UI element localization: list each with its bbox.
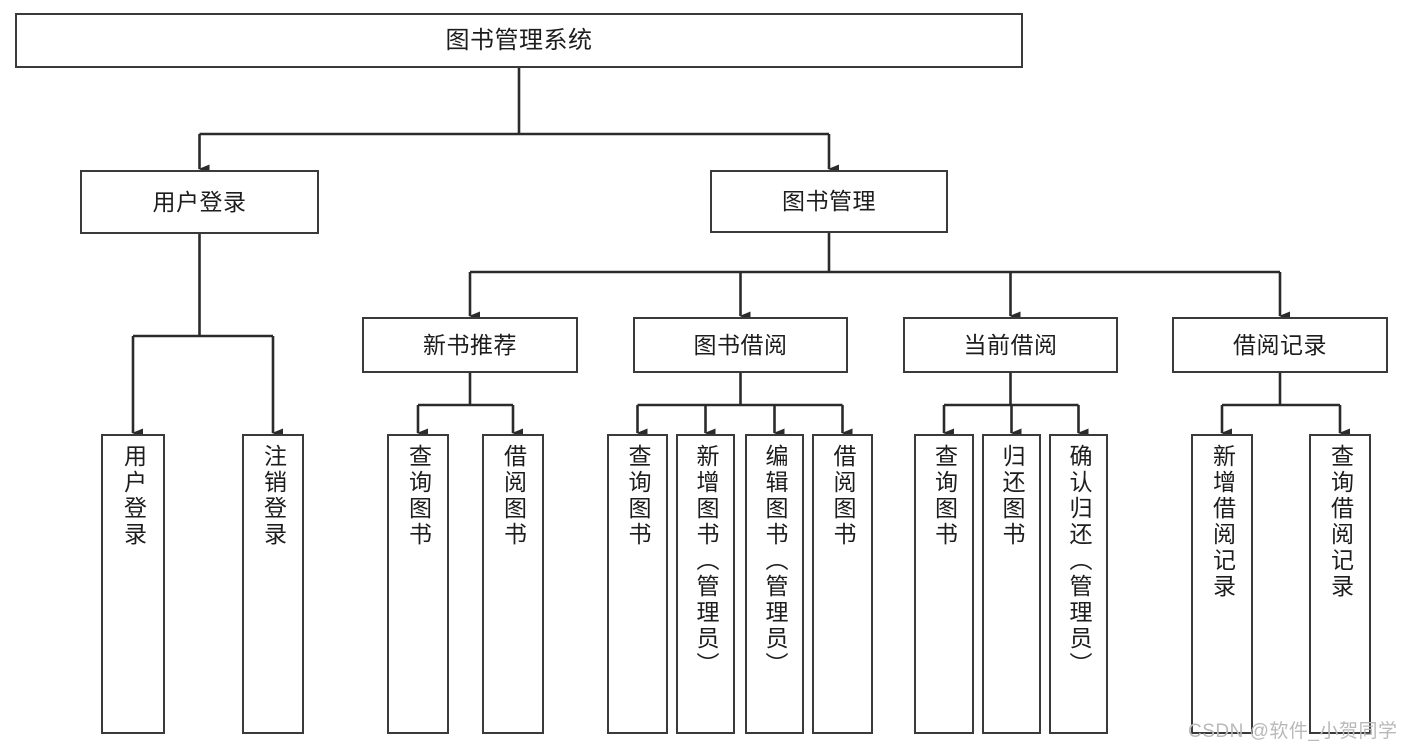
node-leaf-user-login-label: 用户登录 <box>120 444 147 548</box>
node-user-login-module[interactable]: 用户登录 <box>80 170 319 234</box>
node-leaf-newbook-query-label: 查询图书 <box>405 444 432 548</box>
node-leaf-current-query-label: 查询图书 <box>931 444 958 548</box>
node-leaf-user-logout[interactable]: 注销登录 <box>242 434 304 734</box>
node-leaf-borrow-edit-label: 编辑图书（管理员） <box>762 444 788 678</box>
node-leaf-current-confirm-return[interactable]: 确认归还（管理员） <box>1049 434 1108 734</box>
node-root-label: 图书管理系统 <box>445 26 593 54</box>
node-leaf-record-add-label: 新增借阅记录 <box>1209 444 1236 600</box>
node-book-borrow-label: 图书借阅 <box>693 331 788 358</box>
node-leaf-current-query[interactable]: 查询图书 <box>914 434 974 734</box>
node-current-borrow-label: 当前借阅 <box>963 331 1058 358</box>
node-leaf-borrow-query[interactable]: 查询图书 <box>607 434 668 734</box>
node-user-login-module-label: 用户登录 <box>152 188 247 215</box>
node-root[interactable]: 图书管理系统 <box>15 13 1023 68</box>
node-book-management-module-label: 图书管理 <box>782 188 876 215</box>
node-leaf-user-login[interactable]: 用户登录 <box>101 434 165 734</box>
node-leaf-current-return[interactable]: 归还图书 <box>982 434 1041 734</box>
node-new-book-recommend[interactable]: 新书推荐 <box>362 317 578 373</box>
node-leaf-newbook-borrow-label: 借阅图书 <box>500 444 527 548</box>
node-borrow-record[interactable]: 借阅记录 <box>1172 317 1388 373</box>
node-leaf-current-confirm-return-label: 确认归还（管理员） <box>1066 444 1092 678</box>
node-leaf-user-logout-label: 注销登录 <box>260 444 287 548</box>
node-leaf-record-add[interactable]: 新增借阅记录 <box>1191 434 1253 734</box>
node-leaf-borrow-add-label: 新增图书（管理员） <box>693 444 719 678</box>
node-current-borrow[interactable]: 当前借阅 <box>903 317 1118 373</box>
node-leaf-newbook-query[interactable]: 查询图书 <box>387 434 449 734</box>
node-leaf-newbook-borrow[interactable]: 借阅图书 <box>482 434 544 734</box>
node-book-management-module[interactable]: 图书管理 <box>710 170 948 233</box>
node-leaf-current-return-label: 归还图书 <box>999 444 1025 548</box>
node-leaf-borrow-add[interactable]: 新增图书（管理员） <box>676 434 735 734</box>
node-book-borrow[interactable]: 图书借阅 <box>633 317 848 373</box>
node-new-book-recommend-label: 新书推荐 <box>423 331 517 358</box>
node-leaf-record-query-label: 查询借阅记录 <box>1327 444 1354 600</box>
node-borrow-record-label: 借阅记录 <box>1233 331 1327 358</box>
node-leaf-record-query[interactable]: 查询借阅记录 <box>1309 434 1371 734</box>
watermark: CSDN @软件_小贺同学 <box>1188 721 1398 742</box>
node-leaf-borrow-edit[interactable]: 编辑图书（管理员） <box>745 434 804 734</box>
node-leaf-borrow-query-label: 查询图书 <box>625 444 651 548</box>
node-leaf-borrow-borrow[interactable]: 借阅图书 <box>812 434 873 734</box>
node-leaf-borrow-borrow-label: 借阅图书 <box>830 444 856 548</box>
